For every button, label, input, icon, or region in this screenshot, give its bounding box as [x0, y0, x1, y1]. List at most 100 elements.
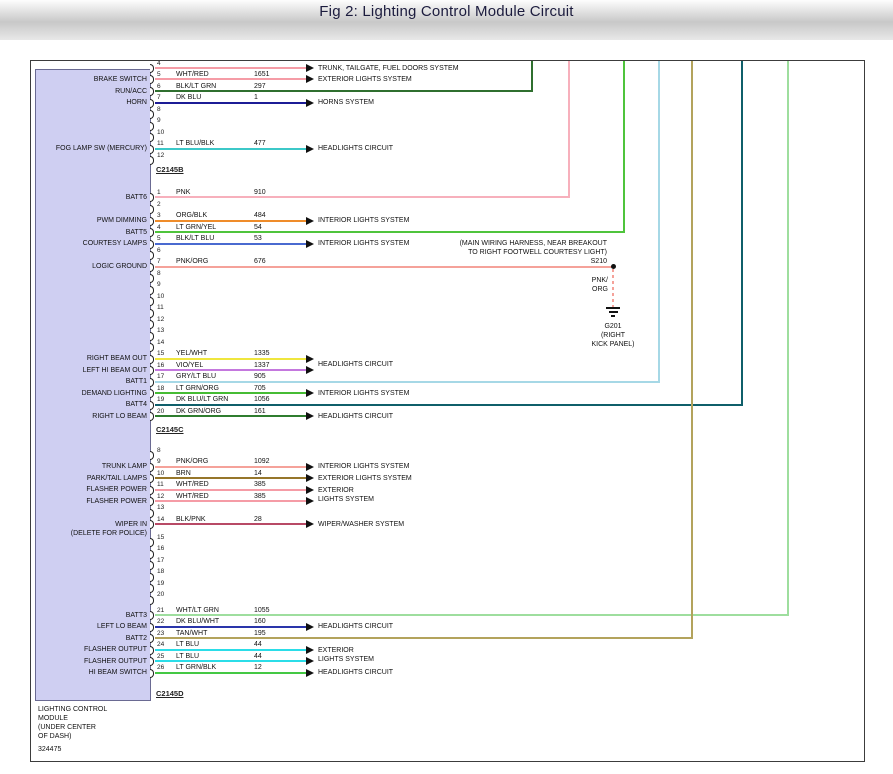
pin-socket-icon [150, 520, 154, 529]
pin-number: 9 [157, 281, 161, 288]
wire-circuit-number: 44 [254, 641, 262, 648]
wire-destination-label: HEADLIGHTS CIRCUIT [318, 669, 394, 676]
module-caption: LIGHTING CONTROL [38, 706, 108, 713]
wire-arrow-icon [306, 366, 314, 374]
pin-function-label: BATT1 [125, 378, 147, 385]
wire-line [155, 265, 613, 268]
wire-color-code: ORG/BLK [176, 212, 208, 219]
pin-number: 4 [157, 223, 161, 231]
ground-wire-color-label: PNK/ [591, 277, 608, 284]
pin-number: 10 [157, 469, 165, 477]
wire-color-code: DK BLU [176, 94, 202, 101]
pin-number: 8 [157, 269, 161, 277]
wiper-in-note: (DELETE FOR POLICE) [70, 530, 147, 537]
wire-circuit-number: 484 [254, 212, 266, 219]
wire-color-code: BLK/LT BLU [176, 235, 215, 242]
wire-line [155, 403, 743, 406]
pin-number: 5 [157, 235, 161, 242]
pin-number: 11 [157, 481, 164, 488]
pin-socket-icon [150, 549, 154, 559]
wire-circuit-number: 1337 [254, 361, 270, 369]
pin-socket-icon [150, 668, 154, 678]
wire-color-code: WHT/LT GRN [176, 606, 219, 614]
wire-arrow-icon [306, 485, 314, 494]
pin-number: 3 [157, 212, 161, 219]
ground-id-label: G201 [604, 323, 622, 330]
pin-function-label: DEMAND LIGHTING [81, 389, 147, 397]
wire-destination-label: INTERIOR LIGHTS SYSTEM [318, 217, 410, 224]
pin-function-label: LOGIC GROUND [92, 263, 147, 270]
pin-number: 2 [157, 200, 161, 208]
pin-socket-icon [150, 508, 154, 518]
pin-number: 18 [157, 384, 165, 392]
wire-color-code: LT BLU [176, 641, 200, 648]
wire-arrow-icon [306, 645, 314, 654]
wire-color-code: TAN/WHT [176, 629, 208, 637]
wire-line [155, 147, 306, 150]
module-caption: OF DASH) [38, 733, 72, 740]
wire-circuit-number: 195 [254, 629, 266, 637]
connector-label: C2145C [156, 425, 184, 434]
pin-socket-icon [150, 645, 154, 655]
splice-location-note: S210 [590, 258, 607, 265]
wire-circuit-number: 1335 [254, 350, 270, 357]
pin-number: 7 [157, 94, 161, 101]
pin-socket-icon [150, 474, 154, 483]
wire-color-code: LT GRN/YEL [176, 223, 217, 231]
pin-socket-icon [150, 451, 154, 460]
splice-location-note: TO RIGHT FOOTWELL COURTESY LIGHT) [468, 249, 607, 256]
pin-function-label: BATT6 [125, 193, 147, 201]
wire-color-code: WHT/RED [176, 481, 209, 488]
wire-arrow-icon [306, 75, 314, 83]
wire-line [155, 101, 306, 104]
pin-function-label: BRAKE SWITCH [93, 75, 147, 83]
pin-number: 16 [157, 361, 165, 369]
pin-socket-icon [150, 75, 154, 84]
wire-line [155, 488, 306, 491]
wire-line [155, 196, 570, 198]
wire-color-code: LT GRN/ORG [176, 384, 219, 392]
wire-circuit-number: 1055 [254, 606, 270, 614]
wire-arrow-icon [306, 657, 314, 665]
wire-color-code: DK BLU/LT GRN [176, 396, 229, 403]
pin-number: 14 [157, 338, 165, 346]
ground-id-label: KICK PANEL) [591, 341, 635, 348]
wire-line-vertical [531, 61, 533, 91]
wire-color-code: PNK/ORG [176, 258, 209, 265]
pin-number: 4 [157, 60, 161, 67]
wire-line [155, 78, 306, 80]
pin-number: 20 [157, 591, 165, 598]
pin-socket-icon [150, 366, 154, 375]
pin-socket-icon [150, 274, 154, 283]
pin-socket-icon [150, 216, 154, 226]
pin-number: 13 [157, 327, 165, 334]
wire-color-code: DK BLU/WHT [176, 618, 220, 625]
pin-function-label: FLASHER POWER [86, 486, 147, 493]
wire-circuit-number: 477 [254, 140, 266, 147]
connector-label: C2145D [156, 689, 184, 698]
wire-circuit-number: 160 [254, 618, 266, 625]
wire-destination-label: HEADLIGHTS CIRCUIT [318, 623, 394, 630]
pin-number: 26 [157, 664, 165, 671]
pin-socket-icon [150, 144, 154, 154]
wire-color-code: VIO/YEL [176, 361, 204, 369]
wire-destination-label: INTERIOR LIGHTS SYSTEM [318, 389, 410, 397]
pin-socket-icon [150, 561, 154, 570]
pin-socket-icon [150, 297, 154, 306]
headlights-circuit-group-label: HEADLIGHTS CIRCUIT [318, 361, 394, 368]
pin-number: 8 [157, 446, 161, 454]
splice-location-note: (MAIN WIRING HARNESS, NEAR BREAKOUT [459, 240, 607, 247]
wire-color-code: DK GRN/ORG [176, 407, 222, 415]
pin-number: 19 [157, 579, 165, 587]
pin-number: 11 [157, 140, 164, 147]
pin-socket-icon [150, 64, 154, 73]
pin-number: 12 [157, 492, 165, 500]
pin-socket-icon [150, 251, 154, 260]
wire-arrow-icon [306, 474, 314, 482]
wire-destination-label: HEADLIGHTS CIRCUIT [318, 412, 394, 420]
ground-wire-color-label: ORG [592, 286, 608, 293]
wire-line [155, 415, 306, 417]
wire-color-code: BLK/LT GRN [176, 82, 217, 90]
wire-color-code: LT BLU [176, 652, 200, 660]
wire-line-vertical [658, 61, 660, 382]
